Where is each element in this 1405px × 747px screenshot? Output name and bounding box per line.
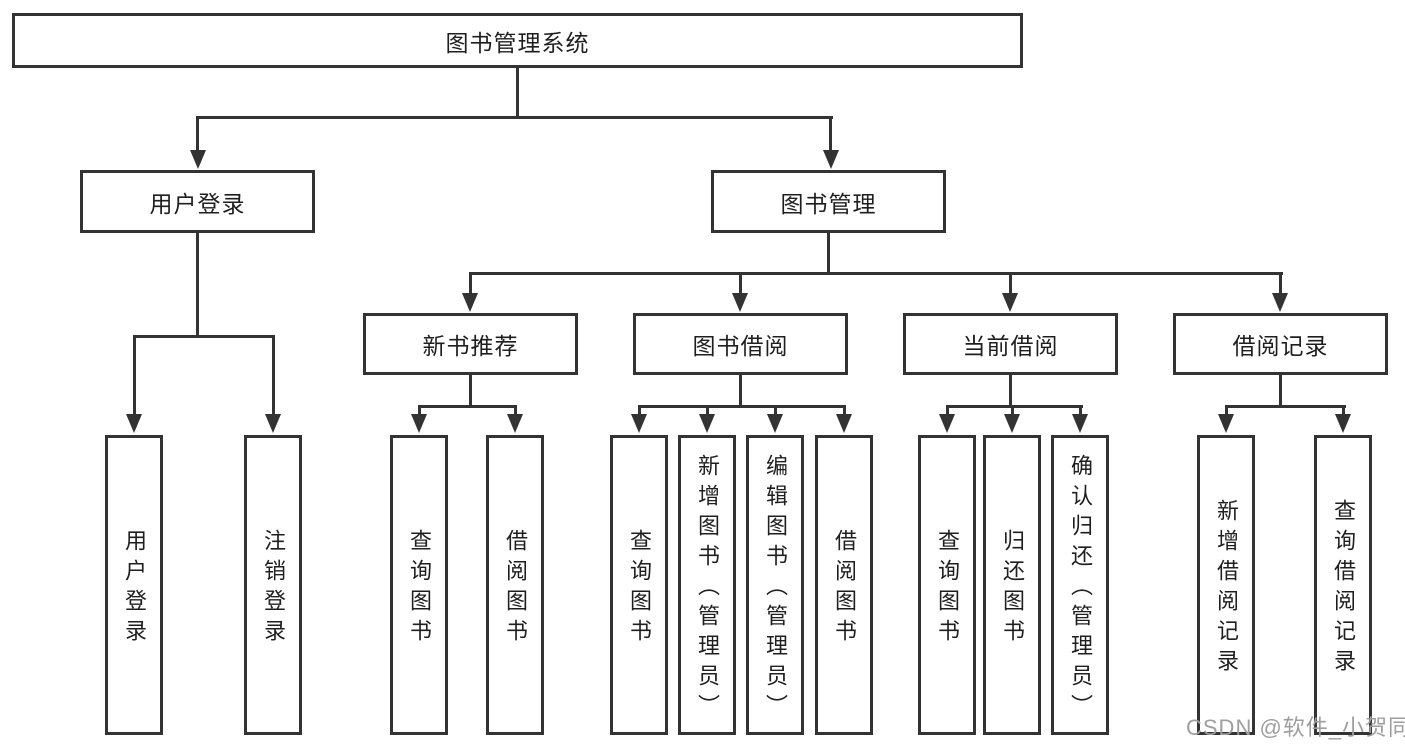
- leaf-add-books-admin: 新增图书（管理员）: [678, 435, 736, 735]
- leaf-add-borrow-record: 新增借阅记录: [1197, 435, 1255, 735]
- arrow-head: [939, 414, 955, 433]
- connector-line: [1279, 272, 1282, 296]
- arrow-head: [1002, 293, 1018, 312]
- arrow-head: [823, 150, 839, 169]
- leaf-query-books: 查询图书: [390, 435, 448, 735]
- arrow-head: [265, 414, 281, 433]
- leaf-query-borrow-record: 查询借阅记录: [1314, 435, 1372, 735]
- leaf-logout: 注销登录: [244, 435, 302, 735]
- connector-section-stem: [1009, 375, 1012, 408]
- connector-section-stem: [739, 375, 742, 408]
- leaf-borrow-books: 借阅图书: [486, 435, 544, 735]
- connector-root-stem: [516, 68, 519, 118]
- leaf-query-books: 查询图书: [610, 435, 668, 735]
- connector-line: [1011, 405, 1014, 417]
- connector-to-user-login: [196, 116, 199, 152]
- arrow-head: [1004, 414, 1020, 433]
- connector-line: [1079, 405, 1082, 417]
- arrow-head: [699, 414, 715, 433]
- connector-line: [946, 405, 949, 417]
- connector-line: [133, 335, 136, 416]
- node-book-borrow: 图书借阅: [633, 313, 848, 375]
- connector-line: [774, 405, 777, 417]
- node-user-login-branch: 用户登录: [80, 170, 315, 233]
- connector-book-management-stem: [827, 233, 830, 275]
- connector-line: [706, 405, 709, 417]
- node-new-book-recommend: 新书推荐: [363, 313, 578, 375]
- arrow-head: [1072, 414, 1088, 433]
- connector-to-book-management: [829, 116, 832, 152]
- connector-line: [418, 405, 421, 417]
- arrow-head: [411, 414, 427, 433]
- arrow-head: [1335, 414, 1351, 433]
- connector-section-stem: [469, 375, 472, 408]
- connector-line: [469, 272, 472, 296]
- connector-section-hline: [638, 405, 846, 408]
- leaf-return-books: 归还图书: [983, 435, 1041, 735]
- connector-section-hline: [418, 405, 517, 408]
- arrow-head: [462, 293, 478, 312]
- connector-line: [638, 405, 641, 417]
- connector-line: [272, 335, 275, 416]
- node-book-management-branch: 图书管理: [711, 170, 946, 233]
- connector-line: [1009, 272, 1012, 296]
- connector-section-hline: [1225, 405, 1346, 408]
- connector-user-login-stem: [196, 233, 199, 336]
- leaf-user-login: 用户登录: [105, 435, 163, 735]
- leaf-query-books: 查询图书: [918, 435, 976, 735]
- watermark: CSDN @软件_小贺同学: [1186, 715, 1405, 740]
- leaf-borrow-books: 借阅图书: [815, 435, 873, 735]
- connector-line: [739, 272, 742, 296]
- arrow-head: [126, 414, 142, 433]
- connector-line: [843, 405, 846, 417]
- connector-line: [1225, 405, 1228, 417]
- arrow-head: [836, 414, 852, 433]
- node-current-borrow: 当前借阅: [903, 313, 1118, 375]
- arrow-head: [190, 150, 206, 169]
- connector-root-hline: [196, 116, 833, 119]
- arrow-head: [1218, 414, 1234, 433]
- arrow-head: [767, 414, 783, 433]
- arrow-head: [732, 293, 748, 312]
- connector-user-login-hline: [133, 335, 275, 338]
- arrow-head: [631, 414, 647, 433]
- connector-line: [514, 405, 517, 417]
- connector-section-stem: [1279, 375, 1282, 408]
- node-library-system: 图书管理系统: [12, 13, 1023, 68]
- arrow-head: [507, 414, 523, 433]
- leaf-edit-books-admin: 编辑图书（管理员）: [746, 435, 804, 735]
- node-borrow-records: 借阅记录: [1173, 313, 1388, 375]
- arrow-head: [1272, 293, 1288, 312]
- connector-book-management-hline: [469, 272, 1283, 275]
- leaf-confirm-return-admin: 确认归还（管理员）: [1051, 435, 1109, 735]
- connector-line: [1342, 405, 1345, 417]
- connector-section-hline: [946, 405, 1083, 408]
